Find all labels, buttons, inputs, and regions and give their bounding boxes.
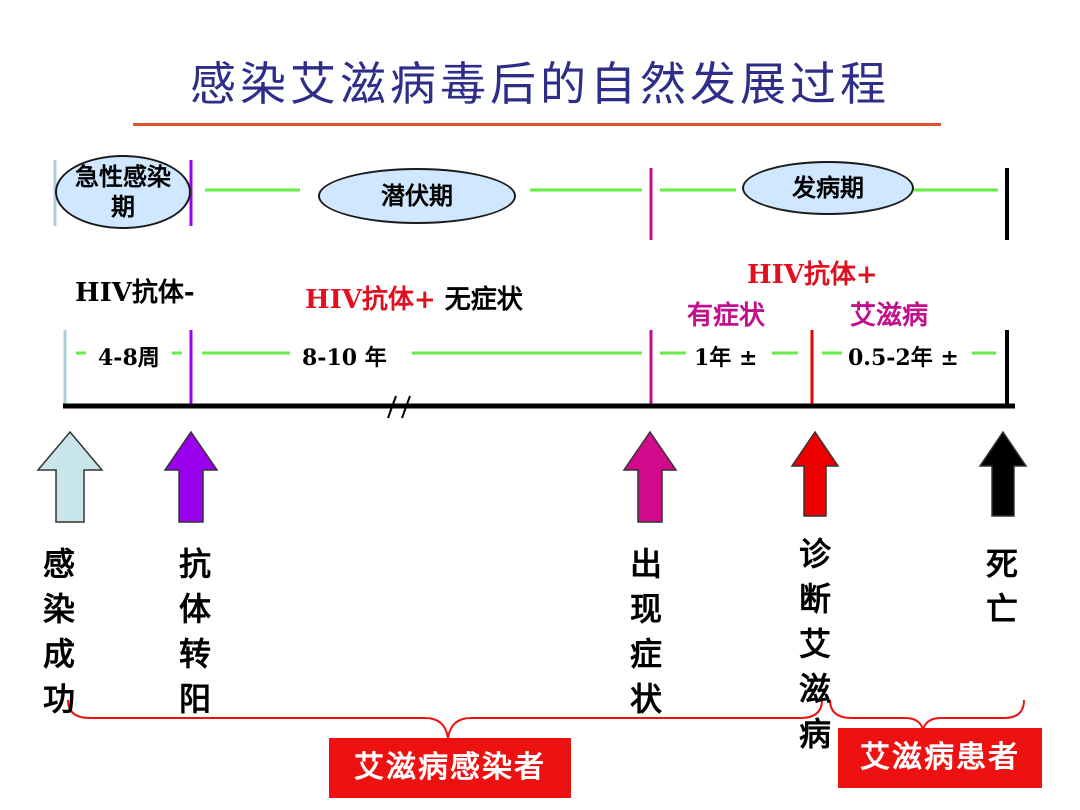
page-title: 感染艾滋病毒后的自然发展过程	[190, 57, 890, 111]
aids-label: 艾滋病	[850, 301, 929, 331]
phase-acute-infection: 急性感染期	[55, 155, 191, 229]
symptomatic-label: 有症状	[687, 301, 766, 331]
event-infection-label: 感染成功	[42, 545, 75, 718]
no-symptom-label: 无症状	[444, 285, 523, 315]
duration-symptomatic: 1年 ±	[688, 340, 764, 372]
antibody-positive-top-label: HIV抗体+	[747, 260, 878, 290]
axis-break-mark	[401, 395, 411, 419]
arrow-symptoms	[622, 430, 678, 523]
event-death-label: 死亡	[985, 545, 1018, 628]
badge-patients: 艾滋病患者	[838, 728, 1042, 788]
arrow-diagnosis	[790, 430, 840, 517]
axis-break-mark	[387, 395, 397, 419]
event-diagnosis-label: 诊断艾滋病	[798, 535, 831, 753]
phase-onset: 发病期	[742, 161, 914, 215]
title-underline	[133, 123, 941, 126]
brace-patients	[829, 699, 1025, 731]
phase-latent: 潜伏期	[318, 168, 516, 224]
antibody-status-latent: HIV抗体+ 无症状	[305, 279, 523, 316]
antibody-positive-label: HIV抗体+	[305, 285, 436, 315]
arrow-seroconversion	[163, 430, 219, 523]
event-seroconversion-label: 抗体转阳	[178, 545, 211, 718]
antibody-negative-label: HIV抗体-	[75, 278, 195, 308]
badge-infected: 艾滋病感染者	[329, 738, 571, 798]
duration-latent: 8-10 年	[296, 340, 393, 372]
duration-aids: 0.5-2年 ±	[842, 340, 965, 372]
arrow-infection	[36, 430, 104, 523]
arrow-death	[978, 430, 1028, 517]
event-symptoms-label: 出现症状	[629, 545, 662, 718]
duration-acute: 4-8周	[92, 340, 166, 372]
